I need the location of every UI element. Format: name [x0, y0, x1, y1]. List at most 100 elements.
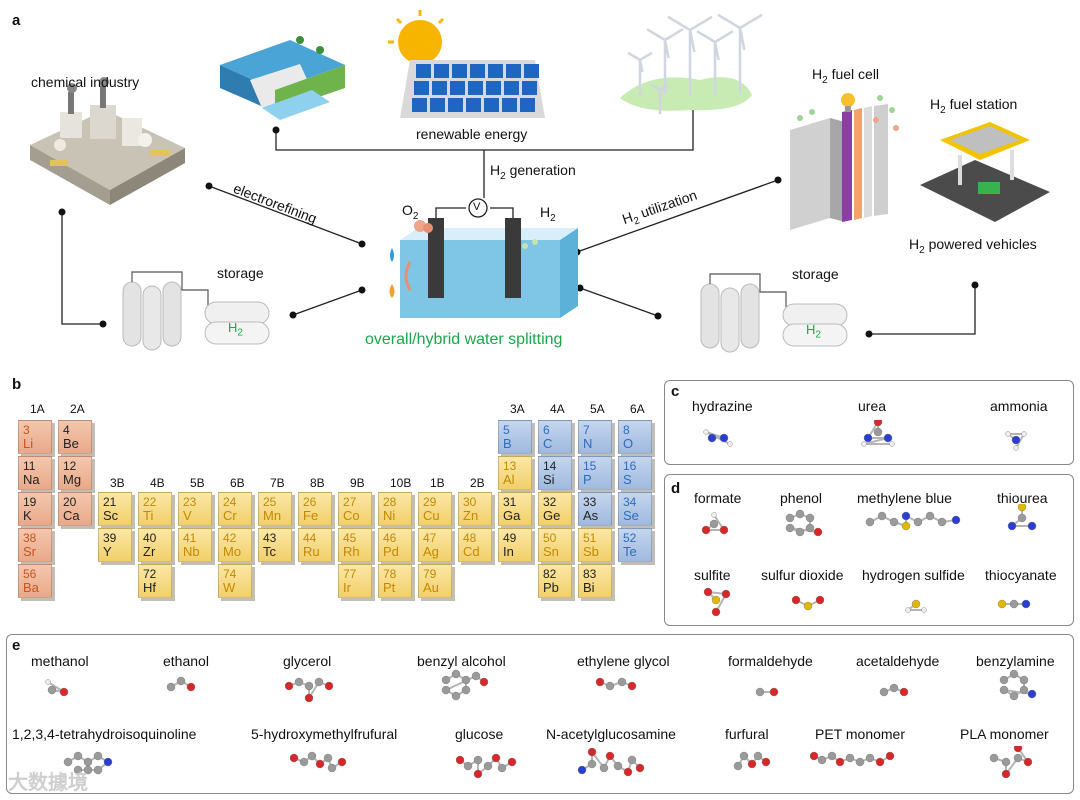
- element-symbol: Li: [23, 436, 34, 451]
- element-number: 33: [583, 495, 597, 509]
- wind-turbines-icon: [620, 13, 763, 114]
- element-symbol: Te: [623, 544, 637, 559]
- molecule-label: urea: [858, 398, 887, 414]
- panel-d-box: [664, 474, 1074, 626]
- element-symbol: In: [503, 544, 514, 559]
- group-label: 4B: [150, 476, 165, 490]
- element-symbol: Ge: [543, 508, 561, 523]
- water-drop-icon: [390, 248, 394, 262]
- n-acetylglucosamine-molecule-icon: [576, 747, 646, 787]
- element-symbol: Si: [543, 472, 555, 487]
- hydrogen-sulfide-molecule-icon: [900, 592, 934, 623]
- element-symbol: C: [543, 436, 553, 451]
- element-symbol: Sc: [103, 508, 119, 523]
- molecule-label: methylene blue: [857, 490, 952, 506]
- element-number: 43: [263, 531, 277, 545]
- element-symbol: P: [583, 472, 592, 487]
- ethanol-molecule-icon: [165, 673, 199, 706]
- element-symbol: Cd: [463, 544, 480, 559]
- fuel-station-icon: [920, 122, 1050, 222]
- thiocyanate-molecule-icon: [996, 592, 1036, 621]
- element-symbol: Ir: [343, 580, 351, 595]
- element-number: 51: [583, 531, 597, 545]
- solar-panel-icon: [388, 10, 545, 118]
- electrolyzer-icon: [389, 198, 578, 318]
- element-number: 47: [423, 531, 437, 545]
- element-number: 15: [583, 459, 597, 473]
- element-number: 48: [463, 531, 477, 545]
- element-symbol: Mg: [63, 472, 82, 487]
- element-symbol: K: [23, 508, 32, 523]
- element-symbol: Fe: [303, 508, 319, 523]
- storage-tanks-left-icon: [122, 271, 270, 351]
- pet-monomer-molecule-icon: [809, 746, 900, 781]
- storage-tanks-right-icon: [700, 273, 848, 353]
- element-number: 26: [303, 495, 317, 509]
- h2-powered-vehicles-label: H2 powered vehicles: [909, 236, 1037, 256]
- group-label: 10B: [390, 476, 412, 490]
- element-number: 39: [103, 531, 117, 545]
- h2-fuel-station-label: H2 fuel station: [930, 96, 1018, 116]
- molecule-label: 1,2,3,4-tetrahydroisoquinoline: [12, 726, 197, 742]
- h2-label: H2: [540, 204, 556, 224]
- chemical-plant-icon: [30, 77, 185, 205]
- element-number: 7: [583, 423, 590, 437]
- element-number: 5: [503, 423, 510, 437]
- h2-fuel-cell-label: H2 fuel cell: [812, 66, 880, 86]
- element-symbol: B: [503, 436, 512, 451]
- hmf-molecule-icon: [289, 748, 352, 783]
- molecule-label: ammonia: [990, 398, 1048, 414]
- benzyl-alcohol-molecule-icon: [438, 668, 494, 709]
- element-number: 30: [463, 495, 477, 509]
- molecule-label: formaldehyde: [728, 653, 813, 669]
- storage-right-label: storage: [792, 266, 839, 282]
- element-number: 72: [143, 567, 157, 581]
- group-label: 5B: [190, 476, 205, 490]
- group-label: 3A: [510, 402, 525, 416]
- fuel-cell-icon: [790, 93, 899, 230]
- element-number: 3: [23, 423, 30, 437]
- element-symbol: Pb: [543, 580, 559, 595]
- element-number: 52: [623, 531, 637, 545]
- element-number: 12: [63, 459, 77, 473]
- element-number: 82: [543, 567, 557, 581]
- element-symbol: Y: [103, 544, 112, 559]
- molecule-label: glycerol: [283, 653, 332, 669]
- molecule-label: hydrazine: [692, 398, 753, 414]
- group-label: 1A: [30, 402, 45, 416]
- tetrahydroisoquinoline-molecule-icon: [60, 748, 120, 783]
- phenol-molecule-icon: [780, 508, 830, 547]
- element-number: 79: [423, 567, 437, 581]
- ethylene-glycol-molecule-icon: [595, 672, 640, 707]
- formaldehyde-molecule-icon: [752, 678, 786, 711]
- element-symbol: Zn: [463, 508, 479, 523]
- element-symbol: Ba: [23, 580, 39, 595]
- element-symbol: Pd: [383, 544, 399, 559]
- element-symbol: Ru: [303, 544, 320, 559]
- element-number: 31: [503, 495, 517, 509]
- panel-c-box: [664, 380, 1074, 465]
- element-symbol: Sb: [583, 544, 599, 559]
- pla-monomer-molecule-icon: [988, 743, 1038, 783]
- element-number: 56: [23, 567, 37, 581]
- organic-drop-icon: [389, 284, 395, 298]
- element-symbol: Nb: [183, 544, 200, 559]
- element-symbol: Mo: [223, 544, 242, 559]
